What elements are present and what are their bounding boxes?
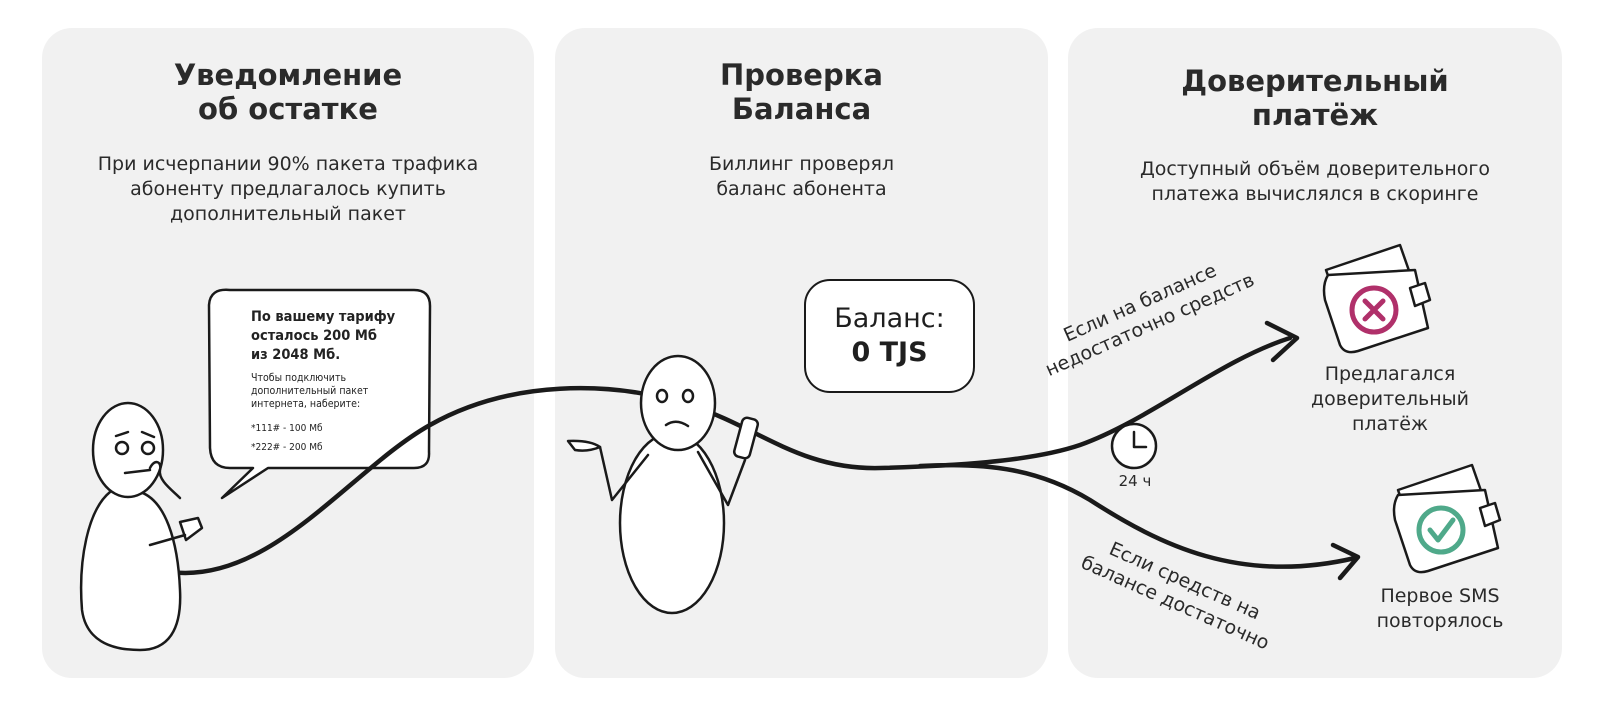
character-thinking — [79, 401, 204, 652]
wallet-approve-icon — [1392, 463, 1502, 574]
wallet-reject-icon — [1322, 243, 1432, 354]
balance-label: Баланс: — [834, 303, 945, 334]
sms-code-100: *111# - 100 Мб — [251, 423, 323, 434]
balance-card: Баланс: 0 TJS — [804, 279, 975, 393]
flow-line-branch — [917, 462, 1358, 570]
panel-title: Уведомление об остатке — [173, 58, 403, 126]
sms-instruction-text: Чтобы подключить дополнительный пакет ин… — [251, 372, 369, 410]
panel-description: При исчерпании 90% пакета трафика абонен… — [97, 153, 479, 225]
result-trust-payment: Предлагался доверительный платёж — [1311, 363, 1469, 435]
panel-description: Биллинг проверял баланс абонента — [708, 153, 895, 200]
panel-description: Доступный объём доверительного платежа в… — [1139, 158, 1491, 205]
panel-title: Доверительный платёж — [1181, 64, 1449, 132]
panel-trust-payment: Доверительный платёж Доступный объём дов… — [1068, 28, 1562, 678]
balance-value: 0 TJS — [851, 337, 928, 368]
character-shrug — [566, 354, 760, 615]
timer-label: 24 ч — [1118, 472, 1152, 490]
arrow-head-sms — [1330, 542, 1361, 581]
result-repeat-sms: Первое SMS повторялось — [1376, 585, 1504, 632]
sms-code-200: *222# - 200 Мб — [251, 442, 323, 453]
arrow-head-trust — [1264, 320, 1300, 363]
panel-title: Проверка Баланса — [720, 58, 883, 126]
sms-main-text: По вашему тарифу осталось 200 Мб из 2048… — [251, 309, 396, 363]
speech-bubble — [207, 288, 432, 500]
clock-icon — [1110, 422, 1158, 470]
